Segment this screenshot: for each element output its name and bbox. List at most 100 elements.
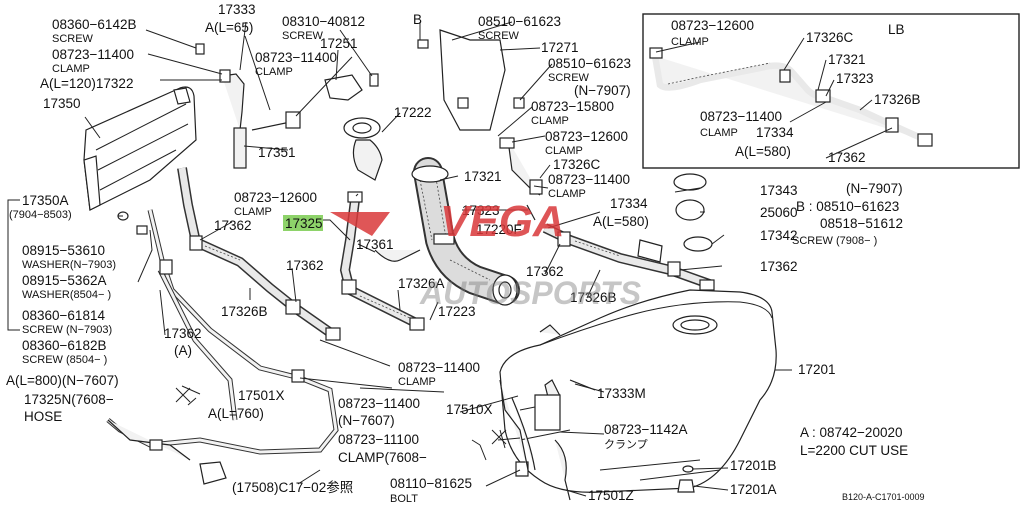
- label-17361: 17361: [356, 237, 394, 252]
- center-hose-assembly: [339, 191, 425, 331]
- label-08510-61623-b: 08510−61623: [548, 56, 631, 71]
- filler-ring-hose: [352, 139, 383, 181]
- valve-25060: [675, 199, 705, 221]
- label-clamp-7608: CLAMP(7608−: [338, 450, 427, 465]
- label-clamp-d: CLAMP: [545, 145, 583, 157]
- label-n7907-b: (N−7907): [846, 181, 903, 196]
- label-n7907-a: (N−7907): [574, 83, 631, 98]
- tank-nipple: [539, 324, 561, 336]
- label-17201b: 17201B: [730, 458, 777, 473]
- label-l-note: L=2200 CUT USE: [800, 443, 908, 458]
- label-17326b-a: 17326B: [221, 304, 268, 319]
- tank-vent-line: [511, 397, 536, 471]
- washer-17201b: [682, 465, 694, 473]
- hose-end-left: [325, 327, 341, 341]
- label-clamp-a: CLAMP: [52, 63, 90, 75]
- label-17362-b: 17362: [286, 258, 324, 273]
- label-17325n: 17325N(7608−: [24, 392, 114, 407]
- label-08915-5362a: 08915−5362A: [22, 273, 106, 288]
- label-08723-12600-b: 08723−12600: [234, 190, 317, 205]
- sender-bracket: [534, 394, 561, 431]
- label-17326a: 17326A: [398, 276, 445, 291]
- clamp-08723-11100: [149, 439, 163, 451]
- center-hose-mesh: [359, 295, 411, 319]
- label-17362-c: 17362: [526, 264, 564, 279]
- watermark-chevron: [330, 212, 390, 236]
- label-08723-11400-b: 08723−11400: [255, 50, 337, 65]
- shield-ribs: [95, 103, 189, 191]
- filler-ring-inner: [352, 122, 372, 134]
- watermark-sub: AUTOSPORTS: [419, 275, 642, 311]
- label-screw-7908: SCREW (7908− ): [792, 235, 877, 247]
- label-17508: (17508)C17−02参照: [232, 479, 353, 495]
- fuel-tank-body: [499, 289, 777, 493]
- label-a580-a: A(L=580): [593, 214, 649, 229]
- label-08310-40812: 08310−40812: [282, 14, 365, 29]
- label-b: B: [413, 12, 422, 27]
- screw-08510-b: [513, 97, 525, 109]
- fuel-tank: [499, 289, 777, 501]
- bracket-17271: [439, 29, 506, 131]
- clamp-17362-left-a: [189, 235, 203, 251]
- leader-lines: [7, 21, 792, 497]
- part-labels: 08360−6142B SCREW 08723−11400 CLAMP A(L=…: [6, 2, 925, 505]
- label-washer-8504: WASHER(8504− ): [22, 289, 111, 301]
- vega-watermark: VEGA AUTOSPORTS: [330, 197, 642, 311]
- shield-edge: [83, 155, 101, 211]
- label-bolt: BOLT: [390, 493, 418, 505]
- label-17321-a: 17321: [464, 169, 502, 184]
- screw-b: [417, 39, 429, 49]
- cross-marks: [175, 387, 507, 445]
- label-08723-15800: 08723−15800: [531, 99, 614, 114]
- label-08723-11400-e: 08723−11400: [338, 396, 420, 411]
- label-08360-6182b: 08360−6182B: [22, 338, 106, 353]
- fuel-tank-seam: [539, 301, 773, 346]
- label-screw-8504: SCREW (8504− ): [22, 354, 107, 366]
- screw-08310: [369, 73, 379, 87]
- label-clamp-f: CLAMP: [234, 206, 272, 218]
- clamp-08723-11400-d: [291, 369, 305, 383]
- hose-17501x: [158, 269, 237, 421]
- label-17326b-b: 17326B: [570, 290, 617, 305]
- filler-neck-mesh: [419, 177, 491, 281]
- label-25060: 25060: [760, 205, 798, 220]
- label-17325: 17325: [285, 216, 323, 231]
- clamp-17362-center: [341, 279, 357, 295]
- inset-label-17321: 17321: [828, 52, 866, 67]
- inset-corner-label: LB: [888, 22, 905, 37]
- label-17223: 17223: [438, 304, 476, 319]
- filler-neck-top: [411, 165, 449, 183]
- label-17220f: 17220F: [476, 222, 522, 237]
- inset-label-08723-12600: 08723−12600: [671, 18, 754, 33]
- clamp-17362-a: [159, 259, 173, 275]
- inset-label-08723-11400: 08723−11400: [700, 109, 782, 124]
- fitting-17508: [199, 461, 227, 485]
- inset-hose-mesh: [667, 62, 771, 85]
- label-reference-code: B120-A-C1701-0009: [842, 492, 925, 502]
- label-a-note: A : 08742−20020: [800, 425, 902, 440]
- inset-label-a580: A(L=580): [735, 144, 791, 159]
- hose-end-center: [409, 317, 425, 331]
- label-17251: 17251: [320, 36, 358, 51]
- inset-pipe-end: [917, 133, 933, 147]
- filler-neck-17220f: [411, 157, 520, 306]
- label-clamp-g: CLAMP: [398, 376, 436, 388]
- pipe-17351: [233, 127, 247, 169]
- label-17510x: 17510X: [446, 402, 493, 417]
- label-17333m: 17333M: [597, 386, 646, 401]
- cap-17343: [673, 173, 707, 191]
- tube-17361: [374, 249, 421, 262]
- filler-neck-outlet-inner: [498, 281, 512, 299]
- inset-label-17362: 17362: [828, 150, 866, 165]
- filler-ring-17222: [324, 74, 383, 181]
- label-clamp-c: CLAMP: [531, 115, 569, 127]
- inset-pipe-17321: [815, 89, 831, 103]
- label-hose: HOSE: [24, 409, 62, 424]
- label-a-paren: (A): [174, 343, 192, 358]
- label-n7607: (N−7607): [338, 413, 395, 428]
- label-clamp-b: CLAMP: [255, 66, 293, 78]
- label-clamp-e: CLAMP: [548, 188, 586, 200]
- label-a800: A(L=800)(N−7607): [6, 373, 119, 388]
- screw-08510-a: [457, 97, 469, 109]
